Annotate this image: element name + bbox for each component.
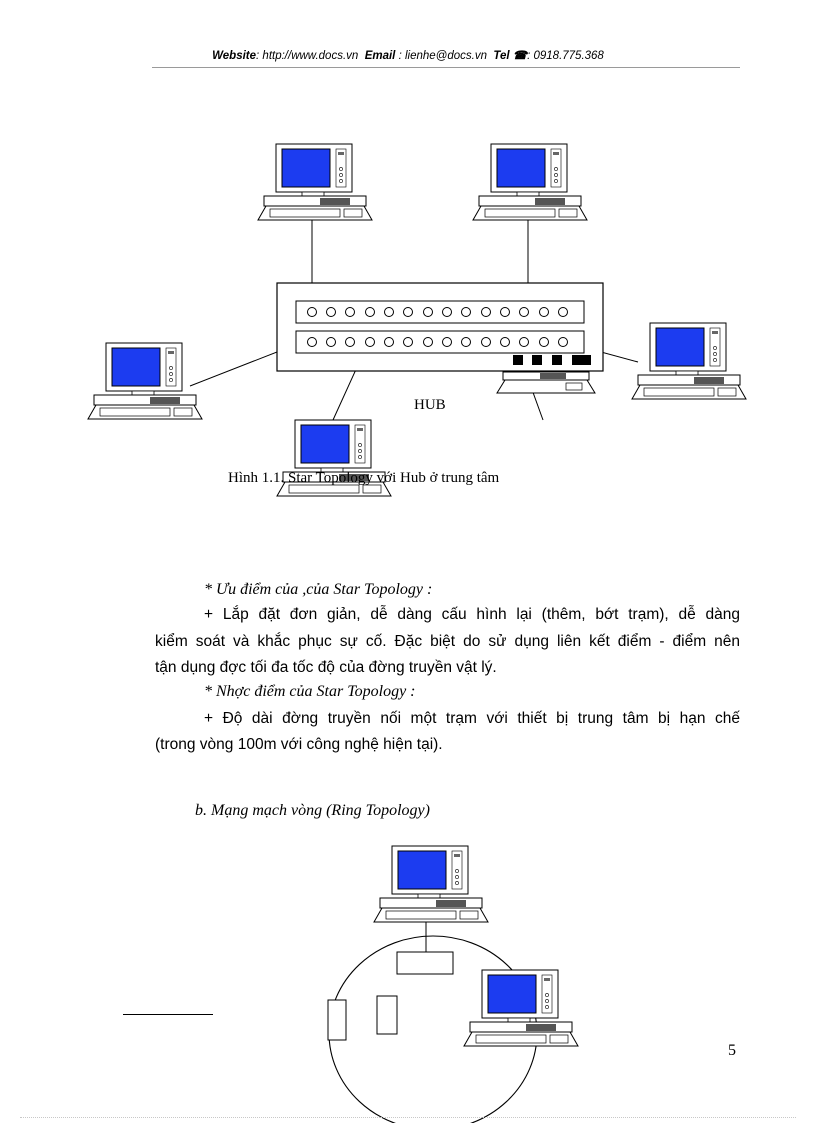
computer-ring-top <box>373 845 489 923</box>
figure-caption: Hình 1.1. Star Topology với Hub ở trung … <box>228 470 500 486</box>
advantages-line-2: kiểm soát và khắc phục sự cố. Đặc biệt d… <box>155 633 740 650</box>
advantages-line-1: + Lắp đặt đơn giản, dễ dàng cấu hình lại… <box>204 606 740 623</box>
ring-topology-diagram <box>327 845 579 1123</box>
page-bottom-border <box>20 1117 796 1118</box>
advantages-heading: * Ưu điểm của ,của Star Topology : <box>204 581 433 598</box>
disadvantages-line-2: (trong vòng 100m với công nghệ hiện tại)… <box>155 736 443 753</box>
advantages-line-3: tận dụng đợc tối đa tốc độ của đờng truy… <box>155 659 497 676</box>
computer-top-left <box>257 143 373 221</box>
computer-top-right <box>472 143 588 221</box>
ring-node <box>396 951 454 975</box>
email-value: : lienhe@docs.vn <box>398 50 487 62</box>
ring-node <box>376 995 398 1035</box>
star-topology-diagram <box>87 143 747 497</box>
email-label: Email <box>364 50 396 62</box>
page-header: Website: http://www.docs.vn Email : lien… <box>0 48 816 62</box>
computer-behind-hub <box>496 371 596 394</box>
ring-topology-heading: b. Mạng mạch vòng (Ring Topology) <box>195 802 430 819</box>
tel-label: Tel <box>493 50 510 62</box>
header-rule <box>152 67 740 68</box>
page-number: 5 <box>728 1042 736 1059</box>
ring-node <box>327 999 347 1041</box>
hub-device <box>276 282 604 372</box>
website-label: Website <box>212 50 257 62</box>
hub-label: HUB <box>414 397 446 413</box>
phone-icon: ☎ <box>512 50 528 62</box>
computer-right <box>631 322 747 400</box>
disadvantages-line-1: + Độ dài đờng truyền nối một trạm với th… <box>204 710 740 727</box>
footnote-rule <box>123 1014 213 1015</box>
computer-left <box>87 342 203 420</box>
tel-value: : 0918.775.368 <box>527 50 604 62</box>
disadvantages-heading: * Nhợc điểm của Star Topology : <box>204 683 416 700</box>
website-value: : http://www.docs.vn <box>256 50 359 62</box>
